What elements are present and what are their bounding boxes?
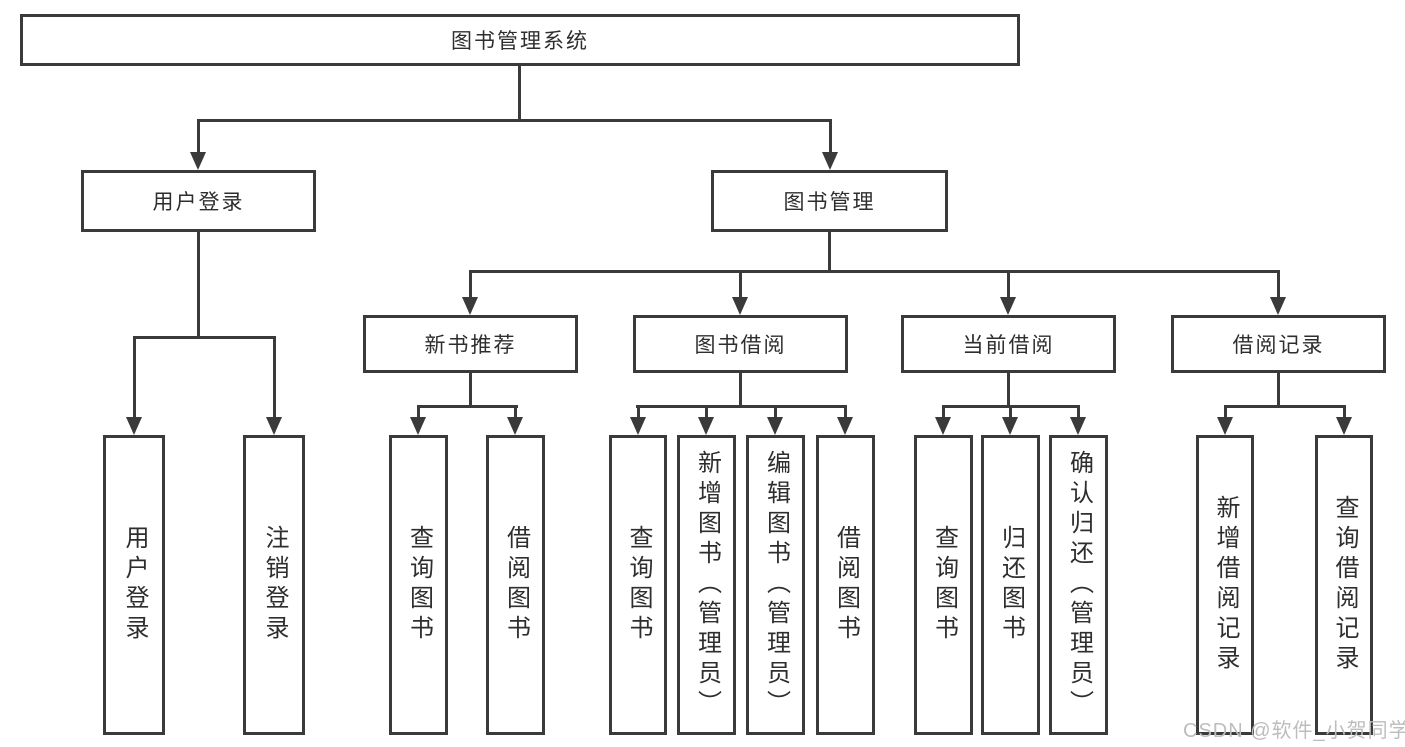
connector-to-leaf-11-shaft <box>1077 405 1080 419</box>
connector-to-leaf-user-login-shaft <box>133 336 136 419</box>
arrowhead-to-leaf-7 <box>767 417 783 435</box>
csdn-watermark: CSDN @软件_小贺同学 <box>1183 720 1405 742</box>
leaf-query-borrow-record: 查询借阅记录 <box>1315 435 1373 735</box>
connector-to-user-login-shaft <box>197 119 200 154</box>
connector-book-management-stem <box>828 232 831 273</box>
connector-to-leaf-5-shaft <box>637 405 640 419</box>
connector-recommend-rail <box>417 405 518 408</box>
leaf-add-borrow-record: 新增借阅记录 <box>1196 435 1254 735</box>
leaf-borrow-books-recommend: 借阅图书 <box>486 435 545 735</box>
connector-borrowing-stem <box>739 373 742 408</box>
connector-to-leaf-9-shaft <box>942 405 945 419</box>
connector-to-recommend-shaft <box>469 270 472 299</box>
arrowhead-to-current <box>1000 297 1016 315</box>
connector-to-borrowing-shaft <box>739 270 742 299</box>
connector-root-stem <box>518 66 521 122</box>
connector-to-leaf-10-shaft <box>1009 405 1012 419</box>
arrowhead-to-recommend <box>462 297 478 315</box>
connector-level2-rail <box>198 119 832 122</box>
arrowhead-to-user-login <box>190 152 206 170</box>
connector-current-stem <box>1007 373 1010 408</box>
node-current-borrowing: 当前借阅 <box>901 315 1116 373</box>
node-book-borrowing: 图书借阅 <box>633 315 848 373</box>
arrowhead-to-leaf-12 <box>1217 417 1233 435</box>
arrowhead-to-leaf-8 <box>837 417 853 435</box>
leaf-confirm-return-admin: 确认归还（管理员） <box>1049 435 1108 735</box>
connector-recommend-stem <box>469 373 472 408</box>
arrowhead-to-leaf-5 <box>630 417 646 435</box>
leaf-edit-books-admin: 编辑图书（管理员） <box>746 435 805 735</box>
connector-to-leaf-logout-shaft <box>273 336 276 419</box>
node-user-login: 用户登录 <box>81 170 316 232</box>
connector-user-login-stem <box>197 232 200 339</box>
node-new-book-recommend: 新书推荐 <box>363 315 578 373</box>
leaf-logout-login: 注销登录 <box>243 435 305 735</box>
leaf-query-books-current: 查询图书 <box>914 435 973 735</box>
connector-level3-rail <box>469 270 1280 273</box>
node-borrowing-records: 借阅记录 <box>1171 315 1386 373</box>
connector-records-stem <box>1277 373 1280 408</box>
connector-to-leaf-13-shaft <box>1343 405 1346 419</box>
arrowhead-to-leaf-10 <box>1002 417 1018 435</box>
arrowhead-to-leaf-9 <box>935 417 951 435</box>
connector-records-rail <box>1224 405 1346 408</box>
arrowhead-to-borrowing <box>732 297 748 315</box>
arrowhead-to-leaf-13 <box>1336 417 1352 435</box>
leaf-user-login: 用户登录 <box>103 435 165 735</box>
connector-to-leaf-7-shaft <box>774 405 777 419</box>
connector-to-leaf-6-shaft <box>705 405 708 419</box>
arrowhead-to-records <box>1270 297 1286 315</box>
leaf-borrow-books: 借阅图书 <box>816 435 875 735</box>
arrowhead-to-leaf-11 <box>1070 417 1086 435</box>
leaf-query-books-borrow: 查询图书 <box>609 435 667 735</box>
arrowhead-to-leaf-logout <box>266 417 282 435</box>
connector-to-leaf-3-shaft <box>417 405 420 419</box>
connector-to-leaf-4-shaft <box>514 405 517 419</box>
leaf-query-books-recommend: 查询图书 <box>389 435 448 735</box>
leaf-return-books: 归还图书 <box>981 435 1040 735</box>
connector-user-login-rail <box>133 336 276 339</box>
connector-to-leaf-8-shaft <box>844 405 847 419</box>
connector-to-current-shaft <box>1007 270 1010 299</box>
node-book-management: 图书管理 <box>711 170 948 232</box>
arrowhead-to-book-management <box>822 152 838 170</box>
arrowhead-to-leaf-user-login <box>126 417 142 435</box>
arrowhead-to-leaf-3 <box>410 417 426 435</box>
arrowhead-to-leaf-6 <box>698 417 714 435</box>
connector-to-records-shaft <box>1277 270 1280 299</box>
connector-borrowing-rail <box>636 405 847 408</box>
arrowhead-to-leaf-4 <box>507 417 523 435</box>
node-root-library-system: 图书管理系统 <box>20 14 1020 66</box>
leaf-add-books-admin: 新增图书（管理员） <box>677 435 736 735</box>
connector-to-leaf-12-shaft <box>1224 405 1227 419</box>
connector-to-book-management-shaft <box>829 119 832 154</box>
